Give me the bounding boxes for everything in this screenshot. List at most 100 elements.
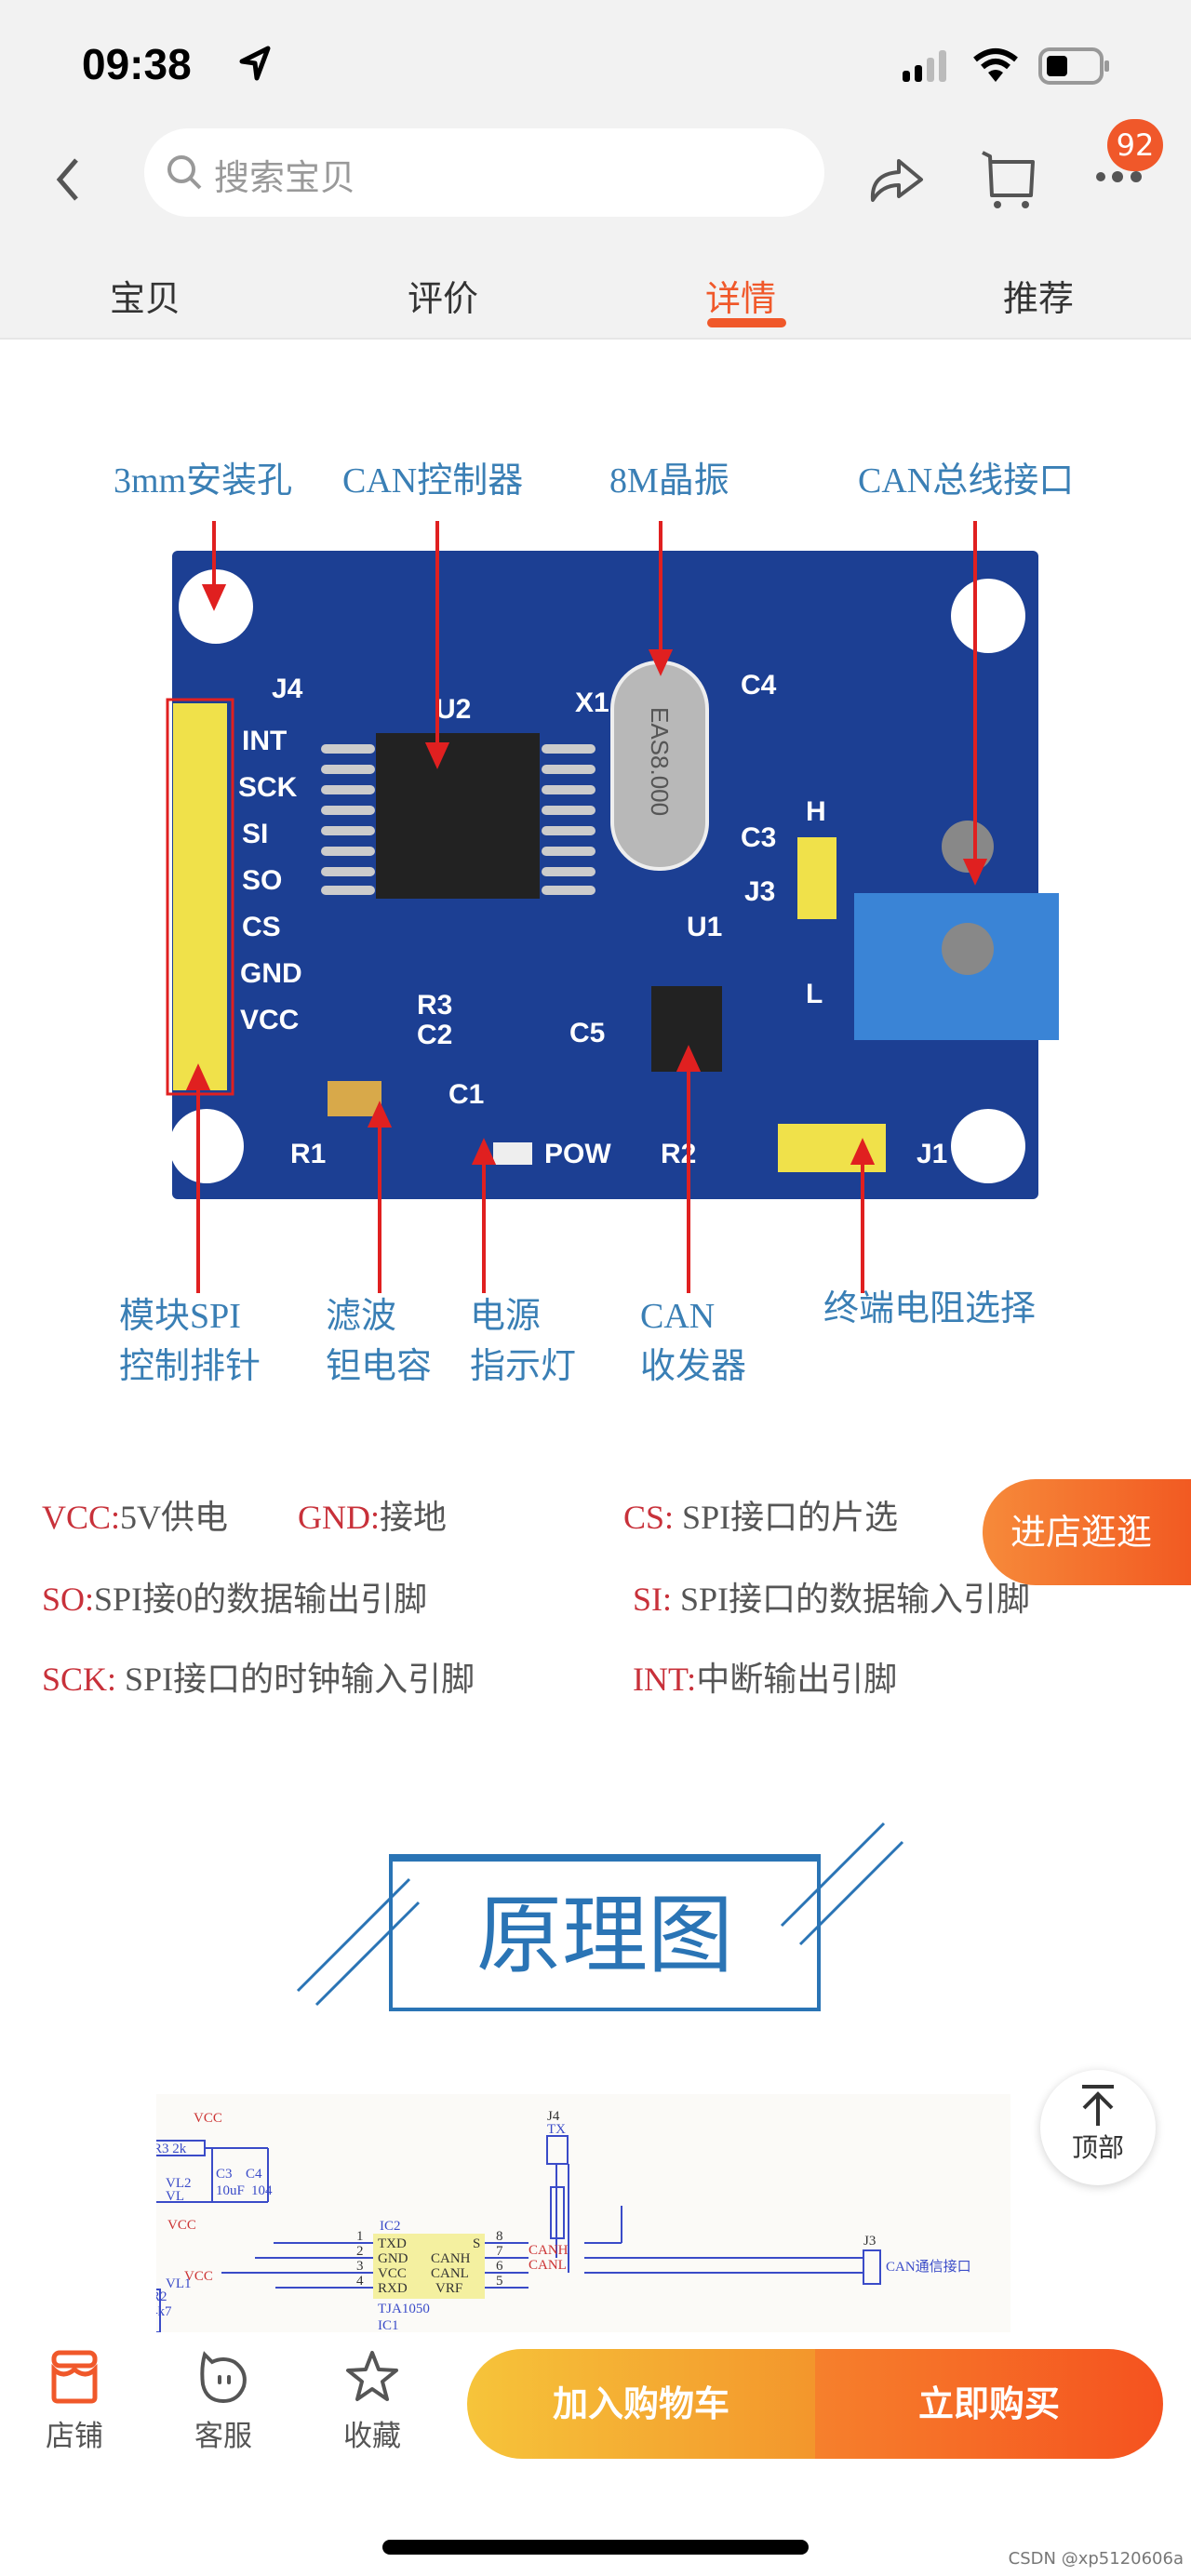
svg-text:GND: GND: [378, 2251, 408, 2266]
pin-desc-so: SO:SPI接0的数据输出引脚: [42, 1572, 427, 1621]
crystal-marking: EAS8.000: [646, 707, 674, 816]
svg-text:104: 104: [251, 2183, 273, 2198]
svg-text:VL2: VL2: [166, 2176, 192, 2191]
add-to-cart-button[interactable]: 加入购物车: [467, 2349, 815, 2459]
tab-reviews[interactable]: 评价: [408, 278, 479, 319]
pin-label: SCK: [238, 772, 298, 803]
pcb-board: [172, 551, 1038, 1199]
pcb-label: C4: [741, 670, 777, 701]
section-title: 原理图: [476, 1886, 733, 1985]
tab-recommend[interactable]: 推荐: [1003, 278, 1075, 319]
pin-text: SPI接0的数据输出引脚: [94, 1581, 428, 1618]
power-led: [493, 1142, 532, 1165]
pin-label: SI: [242, 819, 268, 849]
mount-hole: [951, 1109, 1025, 1183]
chip-u2: [376, 733, 540, 899]
label-line: 钽电容: [326, 1347, 433, 1386]
more-icon[interactable]: [1093, 167, 1149, 186]
pin-label: SO: [242, 865, 282, 896]
pcb-label: C1: [448, 1079, 484, 1110]
back-to-top-button[interactable]: 顶部: [1040, 2070, 1156, 2185]
svg-text:C3: C3: [216, 2167, 233, 2182]
tab-item[interactable]: 宝贝: [110, 278, 181, 319]
label-line: 收发器: [640, 1347, 747, 1386]
svg-text:CANH: CANH: [431, 2251, 471, 2266]
customer-service-button[interactable]: 客服: [167, 2349, 279, 2454]
mount-hole: [169, 1109, 244, 1183]
pcb-label: J3: [744, 876, 775, 907]
pin-key: SCK:: [42, 1661, 117, 1698]
buy-now-button[interactable]: 立即购买: [815, 2349, 1163, 2459]
pin-desc-si: SI: SPI接口的数据输入引脚: [633, 1572, 1030, 1621]
wifi-icon: [973, 48, 1018, 82]
svg-text:TJA1050: TJA1050: [378, 2302, 430, 2316]
pcb-label: J4: [272, 674, 303, 704]
pin-text: 5V供电: [120, 1499, 229, 1536]
share-icon[interactable]: [867, 153, 927, 206]
service-icon: [200, 2351, 247, 2404]
home-indicator[interactable]: [382, 2540, 809, 2555]
svg-text:S: S: [473, 2236, 480, 2251]
pin-key: CS:: [623, 1499, 675, 1536]
enter-shop-button[interactable]: 进店逛逛: [983, 1479, 1191, 1585]
pcb-label: L: [806, 979, 823, 1009]
location-arrow-icon: [239, 46, 271, 81]
schematic-image: VCC R3 2k C3 C4 10uF 104 VL2 VL VCC IC2 …: [156, 2094, 1010, 2332]
label-line: 控制排针: [119, 1347, 261, 1386]
pin-desc-gnd: GND:接地: [298, 1490, 447, 1539]
header: 09:38 搜索宝贝 92 宝贝 评价 详情 推荐: [0, 0, 1191, 340]
battery-icon: [1038, 47, 1109, 85]
pcb-label: R3: [417, 990, 452, 1021]
banner-lines: [296, 1822, 904, 2007]
pin-text: SPI接口的时钟输入引脚: [116, 1661, 475, 1698]
store-button[interactable]: 店铺: [19, 2349, 130, 2454]
pin-key: INT:: [633, 1661, 697, 1698]
pin-key: SO:: [42, 1581, 95, 1618]
svg-text:VL: VL: [166, 2189, 184, 2204]
pin-desc-cs: CS: SPI接口的片选: [623, 1490, 898, 1539]
pcb-label: J1: [917, 1139, 947, 1169]
tantalum-cap-c1: [328, 1081, 381, 1116]
search-icon: [167, 155, 202, 190]
pcb-label: C3: [741, 822, 776, 853]
svg-text:CANL: CANL: [529, 2258, 567, 2273]
pcb-label: X1: [575, 687, 609, 718]
label-line: CAN: [640, 1297, 716, 1336]
label-line: 电源: [470, 1297, 542, 1336]
svg-text:CAN通信接口: CAN通信接口: [886, 2259, 971, 2275]
mount-hole: [951, 579, 1025, 653]
label-line: 模块SPI: [119, 1297, 241, 1336]
pcb-label: U1: [687, 912, 722, 942]
svg-text:3: 3: [356, 2259, 364, 2274]
svg-text:5: 5: [496, 2274, 503, 2289]
tab-details[interactable]: 详情: [705, 278, 777, 319]
svg-text:R3 2k: R3 2k: [156, 2142, 187, 2156]
pin-label: INT: [242, 726, 287, 756]
pin-label: GND: [240, 958, 302, 989]
favorite-button[interactable]: 收藏: [316, 2349, 428, 2454]
chip-u2-pins: [321, 744, 596, 895]
cart-icon[interactable]: [979, 149, 1038, 210]
svg-text:4: 4: [356, 2274, 364, 2289]
svg-text:VL1: VL1: [166, 2276, 192, 2291]
svg-text:VCC: VCC: [184, 2269, 213, 2284]
jumper-j3: [797, 837, 836, 919]
label-line: 终端电阻选择: [823, 1289, 1037, 1328]
search-input[interactable]: 搜索宝贝: [144, 128, 824, 217]
svg-text:8: 8: [496, 2229, 503, 2244]
label-transceiver: CAN 收发器: [640, 1291, 746, 1392]
tab-active-indicator: [707, 318, 786, 327]
favorite-label: 收藏: [343, 2420, 401, 2453]
label-can-bus-port: CAN总线接口: [858, 461, 1075, 501]
back-icon[interactable]: [54, 156, 82, 203]
pcb-label: C2: [417, 1020, 452, 1050]
svg-text:2: 2: [356, 2244, 364, 2259]
svg-text:IC1: IC1: [378, 2318, 399, 2332]
pin-desc-sck: SCK: SPI接口的时钟输入引脚: [42, 1652, 475, 1701]
pcb-label: R2: [661, 1139, 696, 1169]
svg-text:TXD: TXD: [378, 2236, 407, 2251]
label-tantalum: 滤波钽电容: [326, 1291, 432, 1392]
svg-text:J4: J4: [547, 2109, 560, 2124]
svg-text:10uF: 10uF: [216, 2183, 245, 2198]
svg-text:CANH: CANH: [529, 2243, 569, 2258]
